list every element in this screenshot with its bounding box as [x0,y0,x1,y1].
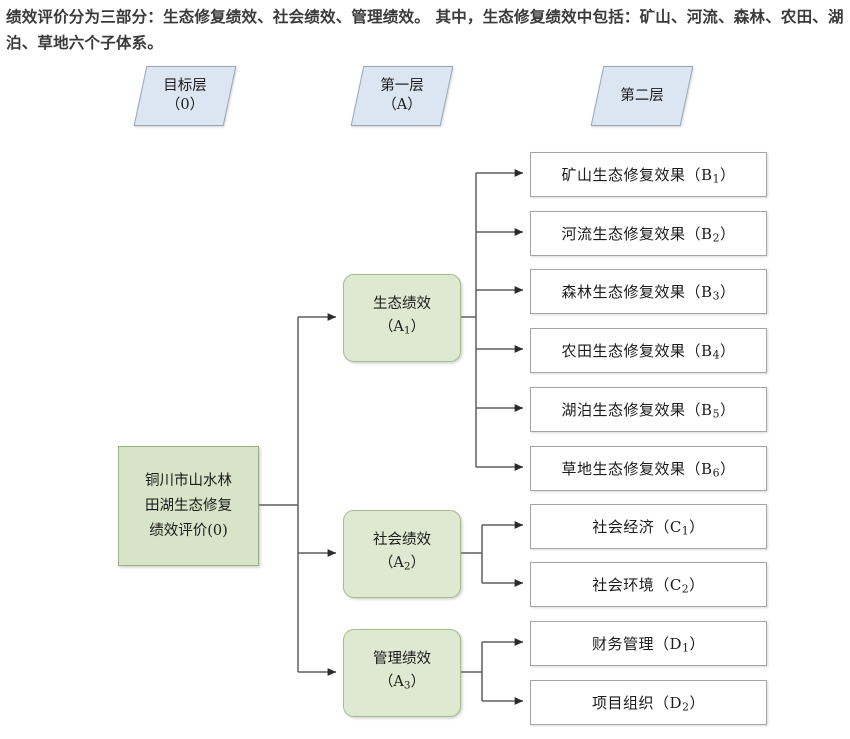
node-b1-code: （B1） [685,165,736,186]
phase-goal-line1: 目标层 [163,78,207,94]
node-d2-label: 项目组织 [592,694,655,712]
node-a3-code: （A3） [378,674,426,692]
node-b6[interactable]: 草地生态修复效果 （B6） [530,446,767,491]
node-a3-label: 管理绩效 [373,651,431,668]
node-b4-code: （B4） [685,341,736,362]
node-d1-code: （D1） [654,634,705,655]
root-line1: 铜川市山水林 [145,472,232,489]
node-c2-label: 社会环境 [592,576,655,594]
root-node[interactable]: 铜川市山水林 田湖生态修复 绩效评价(0) [118,446,259,566]
node-a2-code: （A2） [378,555,426,573]
node-a1-label: 生态绩效 [373,296,431,313]
node-a2-label: 社会绩效 [373,532,431,549]
node-a1-code: （A1） [378,319,426,337]
phase-goal-line2: （0） [165,97,205,113]
node-c1-label: 社会经济 [592,518,655,536]
node-b1-label: 矿山生态修复效果 [561,166,686,184]
node-c1-code: （C1） [654,517,705,538]
phase-b-line1: 第二层 [620,87,664,104]
node-b2[interactable]: 河流生态修复效果 （B2） [530,211,767,256]
node-b3-code: （B3） [685,282,736,303]
node-a1-ecological-performance[interactable]: 生态绩效 （A1） [343,274,461,362]
phase-a-line2: （A） [382,97,422,113]
node-a2-social-performance[interactable]: 社会绩效 （A2） [343,510,461,598]
node-d2-code: （D2） [654,693,705,714]
root-line2: 田湖生态修复 [145,497,232,514]
root-line3: 绩效评价(0) [149,522,228,539]
node-b2-label: 河流生态修复效果 [561,225,686,243]
node-b6-label: 草地生态修复效果 [561,460,686,478]
node-d1-label: 财务管理 [592,635,655,653]
node-b2-code: （B2） [685,224,736,245]
phase-a-line1: 第一层 [380,78,424,94]
node-b4[interactable]: 农田生态修复效果 （B4） [530,328,767,373]
node-b6-code: （B6） [685,459,736,480]
phase-banner-level-b: 第二层 [590,66,694,126]
intro-paragraph: 绩效评价分为三部分：生态修复绩效、社会绩效、管理绩效。 其中，生态修复绩效中包括… [6,8,844,52]
node-b3[interactable]: 森林生态修复效果 （B3） [530,269,767,314]
phase-banner-goal: 目标层 （0） [133,66,237,126]
node-d2[interactable]: 项目组织 （D2） [530,680,767,725]
phase-banner-level-a: 第一层 （A） [350,66,454,126]
node-c2[interactable]: 社会环境 （C2） [530,562,767,607]
node-a3-management-performance[interactable]: 管理绩效 （A3） [343,629,461,717]
node-d1[interactable]: 财务管理 （D1） [530,621,767,666]
node-b4-label: 农田生态修复效果 [561,342,686,360]
node-b5[interactable]: 湖泊生态修复效果 （B5） [530,387,767,432]
node-b1[interactable]: 矿山生态修复效果 （B1） [530,152,767,197]
node-b5-label: 湖泊生态修复效果 [561,401,686,419]
node-b3-label: 森林生态修复效果 [561,283,686,301]
node-c1[interactable]: 社会经济 （C1） [530,504,767,549]
node-c2-code: （C2） [654,575,705,596]
node-b5-code: （B5） [685,400,736,421]
